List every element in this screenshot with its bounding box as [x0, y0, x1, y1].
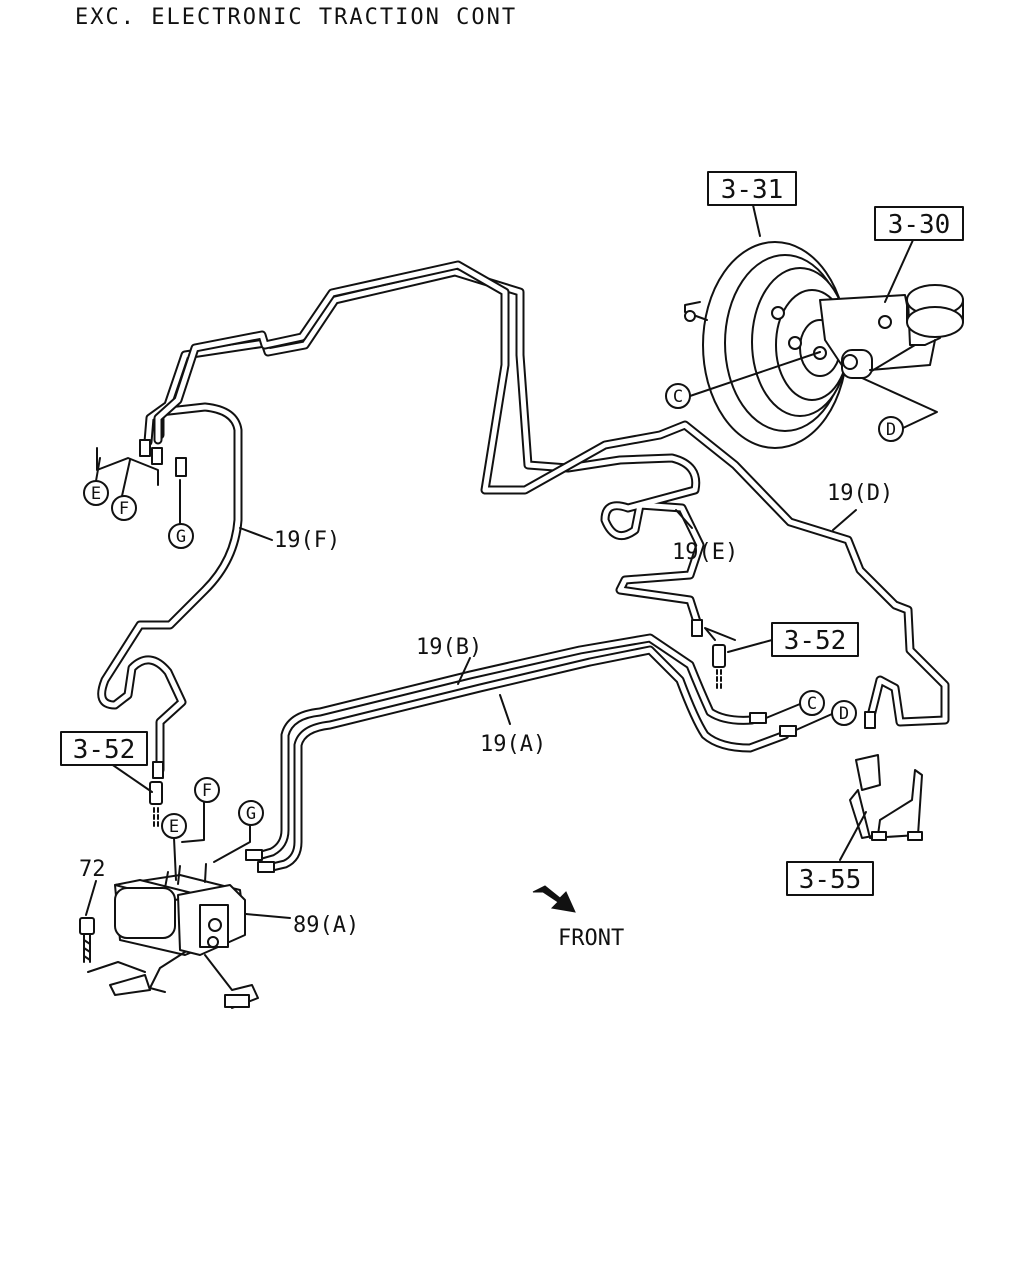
fitting-abs-b [245, 849, 263, 861]
label-19f: 19(F) [274, 528, 340, 553]
fitting-left-hose [152, 761, 164, 779]
flex-hose-right [712, 644, 726, 689]
ref-box-3-52-right: 3-52 [771, 622, 859, 657]
label-19b: 19(B) [416, 635, 482, 660]
marker-g-top: G [168, 523, 194, 549]
brake-pipe-19b [253, 633, 757, 861]
marker-d-booster: D [878, 416, 904, 442]
bracket-3-55 [849, 754, 923, 841]
front-arrow-icon [532, 885, 576, 913]
svg-text:F: F [202, 781, 212, 801]
front-label: FRONT [558, 926, 624, 951]
svg-text:F: F [119, 499, 129, 519]
label-19a: 19(A) [480, 732, 546, 757]
svg-text:E: E [91, 484, 101, 504]
marker-f-abs: F [194, 777, 220, 803]
abs-hydraulic-unit [109, 863, 259, 1009]
marker-g-abs: G [238, 800, 264, 826]
fitting-abs-a [257, 861, 275, 873]
brake-pipe-19d [153, 260, 950, 727]
master-cylinder [819, 284, 964, 379]
svg-text:G: G [246, 804, 256, 824]
fitting-f [151, 447, 163, 465]
ref-label-3-55: 3-55 [799, 865, 862, 895]
ref-label-3-31: 3-31 [721, 175, 784, 205]
brake-pipe-19a [263, 645, 790, 873]
ref-box-3-52-left: 3-52 [60, 731, 148, 766]
bolt-72 [79, 917, 95, 963]
label-72: 72 [79, 857, 106, 882]
svg-text:G: G [176, 527, 186, 547]
marker-c-pipe: C [799, 690, 825, 716]
brake-pipe-19e [143, 267, 705, 630]
fitting-d-end [779, 725, 797, 737]
diagram-title: EXC. ELECTRONIC TRACTION CONT [75, 5, 517, 30]
brake-booster [684, 241, 849, 449]
marker-e-top: E [83, 480, 109, 506]
svg-text:C: C [673, 387, 683, 407]
marker-c-booster: C [665, 383, 691, 409]
svg-text:E: E [169, 817, 179, 837]
ref-box-3-30: 3-30 [874, 206, 964, 241]
fitting-e [139, 439, 151, 457]
marker-d-pipe: D [831, 700, 857, 726]
ref-label-3-52-left: 3-52 [73, 735, 136, 765]
svg-text:C: C [807, 694, 817, 714]
pipe-fittings [139, 439, 876, 873]
ref-box-3-55: 3-55 [786, 861, 874, 896]
flex-hose-left [149, 781, 163, 829]
marker-f-top: F [111, 495, 137, 521]
svg-text:D: D [839, 704, 849, 724]
brake-pipe-19f [97, 402, 243, 775]
svg-text:D: D [886, 420, 896, 440]
ref-box-3-31: 3-31 [707, 171, 797, 206]
ref-label-3-30: 3-30 [888, 210, 951, 240]
label-19e: 19(E) [672, 540, 738, 565]
fitting-g [175, 457, 187, 477]
fitting-19d-end [864, 711, 876, 729]
ref-label-3-52-right: 3-52 [784, 626, 847, 656]
fitting-19e-end [691, 619, 703, 637]
label-19d: 19(D) [827, 481, 893, 506]
fitting-c-end [749, 712, 767, 724]
break-lines [87, 447, 736, 973]
label-89a: 89(A) [293, 913, 359, 938]
marker-e-abs: E [161, 813, 187, 839]
leader-lines [85, 204, 938, 919]
